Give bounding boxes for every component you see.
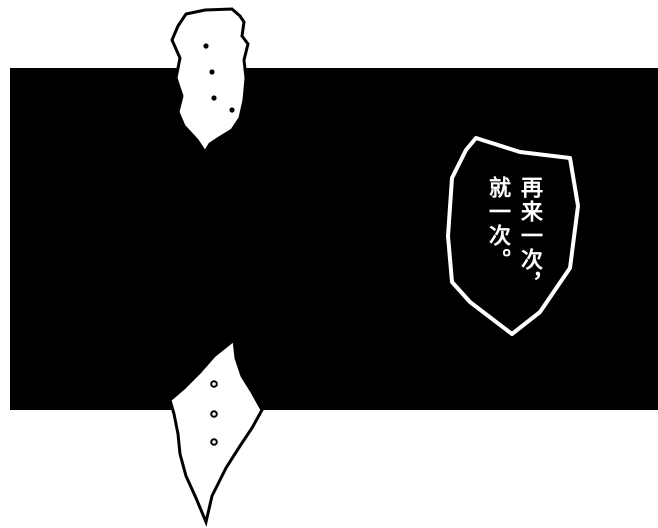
bottom-ellipsis-dots xyxy=(210,380,218,446)
top-white-gap xyxy=(170,7,250,155)
bottom-white-gap xyxy=(168,337,264,527)
speech-line-1: 再来一次， xyxy=(517,176,542,296)
speech-bubble xyxy=(446,136,580,336)
top-ellipsis-dots xyxy=(203,43,235,113)
speech-line-2: 就一次。 xyxy=(485,176,510,272)
